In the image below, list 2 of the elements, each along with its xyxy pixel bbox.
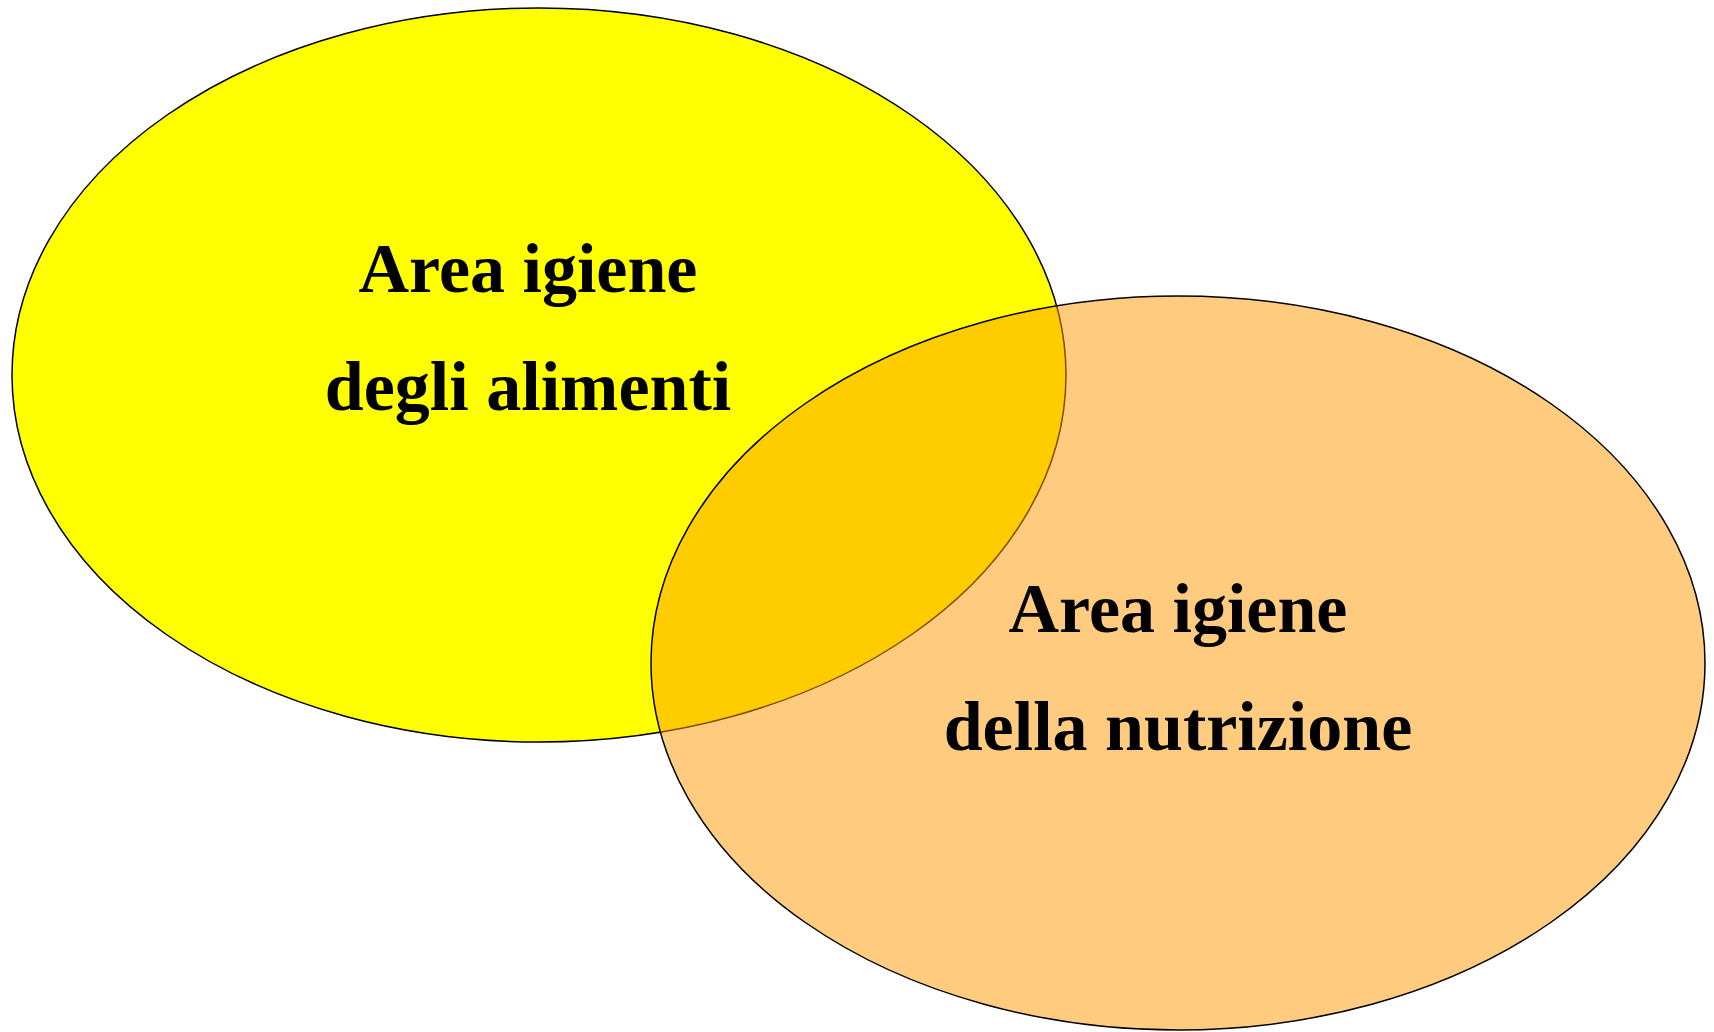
area-label: Area igiene degli alimenti <box>323 229 733 427</box>
area-label: Area igiene della nutrizione <box>942 569 1414 767</box>
